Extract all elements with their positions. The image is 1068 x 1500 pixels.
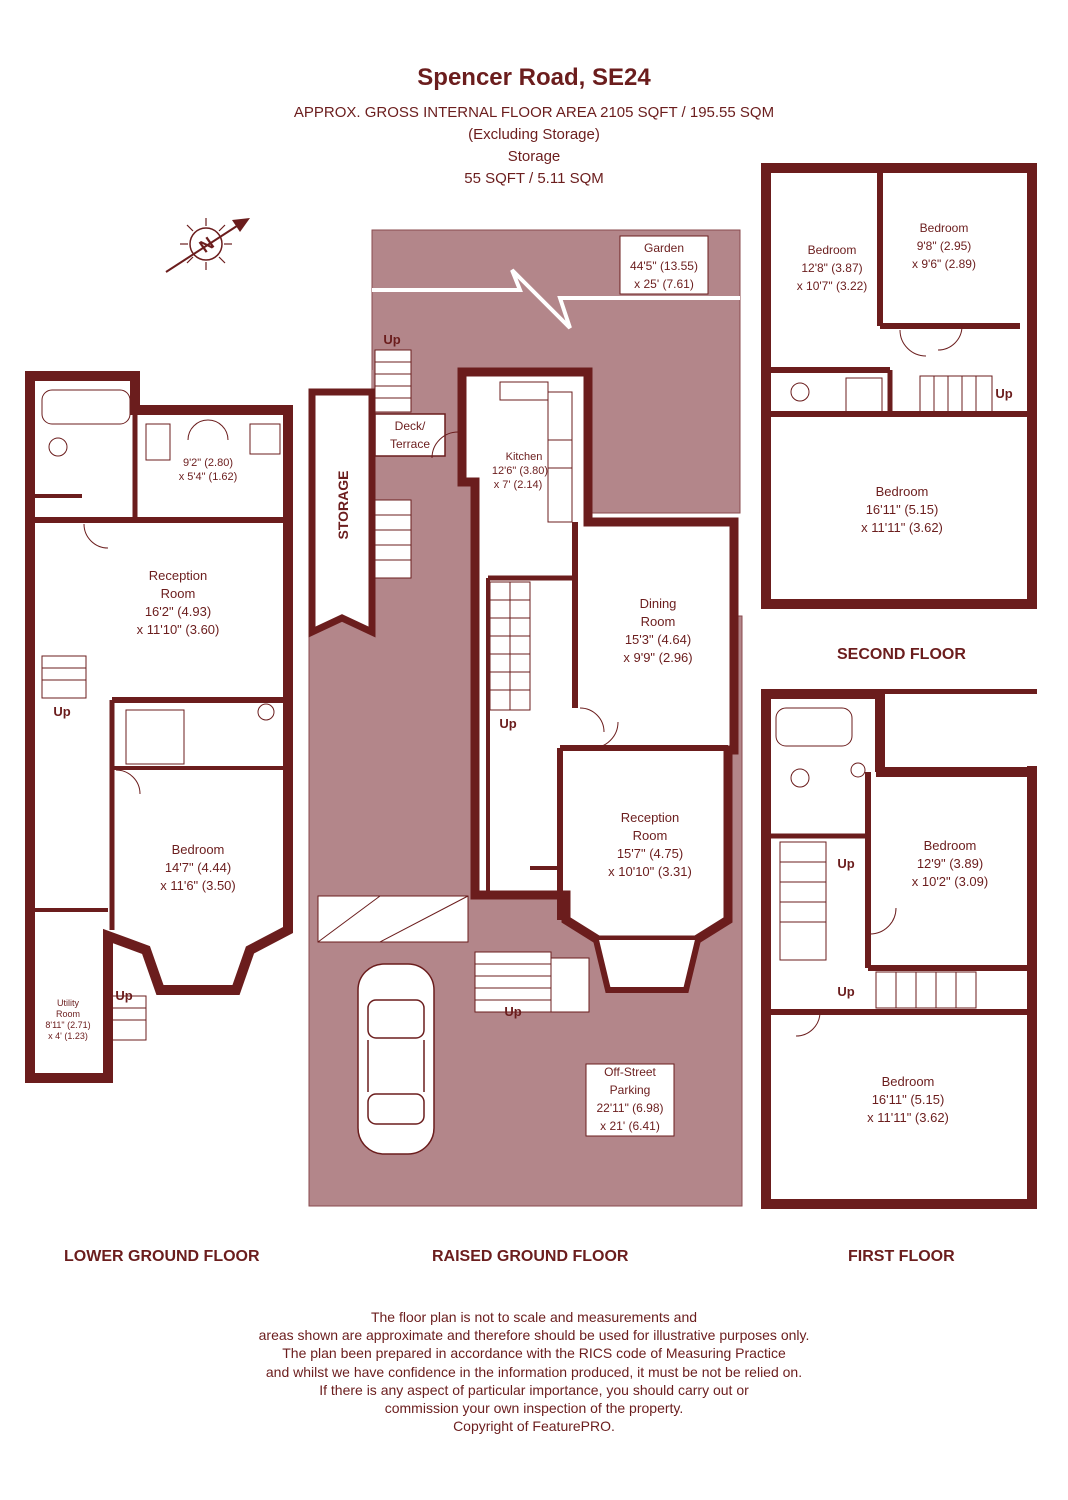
storage-area: 55 SQFT / 5.11 SQM xyxy=(464,170,604,187)
front-path xyxy=(317,895,469,943)
stairs-up-label: Up xyxy=(383,332,400,347)
second-floor-label: SECOND FLOOR xyxy=(837,646,966,663)
disclaimer-line: areas shown are approximate and therefor… xyxy=(258,1327,810,1344)
disclaimer-line: commission your own inspection of the pr… xyxy=(384,1400,684,1417)
disclaimer-line: The floor plan is not to scale and measu… xyxy=(370,1309,698,1325)
copyright: Copyright of FeaturePRO. xyxy=(453,1418,615,1435)
compass-icon: N xyxy=(165,218,250,273)
storage-label: Storage xyxy=(507,148,561,165)
stairs-up-label: Up xyxy=(53,704,70,719)
lg-kitchen-label: 9'2" (2.80)x 5'4" (1.62) xyxy=(179,457,238,483)
storage-room-label: STORAGE xyxy=(335,471,351,540)
car-icon xyxy=(357,963,435,1155)
stairs-up-label: Up xyxy=(115,988,132,1003)
lower-ground-floor-label: LOWER GROUND FLOOR xyxy=(64,1248,260,1265)
compass-north-label: N xyxy=(196,233,218,257)
storage-room: STORAGE xyxy=(308,388,376,638)
raised-ground-floor-label: RAISED GROUND FLOOR xyxy=(432,1248,629,1265)
garden-break-line xyxy=(372,268,740,330)
disclaimer: The floor plan is not to scale and measu… xyxy=(0,1308,1068,1435)
first-floor-label: FIRST FLOOR xyxy=(848,1248,955,1265)
garden-steps xyxy=(374,349,412,579)
stairs-up-label: Up xyxy=(499,716,516,731)
deck-label: Deck/Terrace xyxy=(390,419,430,451)
stairs-up-label: Up xyxy=(995,386,1012,401)
disclaimer-line: and whilst we have confidence in the inf… xyxy=(265,1363,803,1380)
gross-area: APPROX. GROSS INTERNAL FLOOR AREA 2105 S… xyxy=(293,104,775,121)
stairs-up-label: Up xyxy=(504,1004,521,1019)
excluding-storage-note: (Excluding Storage) xyxy=(468,126,600,143)
first-floor-plan xyxy=(761,689,1040,1209)
lower-ground-plan xyxy=(25,371,293,1083)
second-floor-plan xyxy=(761,163,1037,609)
disclaimer-line: If there is any aspect of particular imp… xyxy=(319,1381,749,1398)
plan-title: Spencer Road, SE24 xyxy=(417,64,651,91)
stairs-up-label: Up xyxy=(837,984,854,999)
raised-ground-house xyxy=(431,367,739,1013)
disclaimer-line: The plan been prepared in accordance wit… xyxy=(282,1345,786,1362)
stairs-up-labels: Up Up Up Up Up Up Up Up xyxy=(53,332,1012,1019)
stairs-up-label: Up xyxy=(837,856,854,871)
